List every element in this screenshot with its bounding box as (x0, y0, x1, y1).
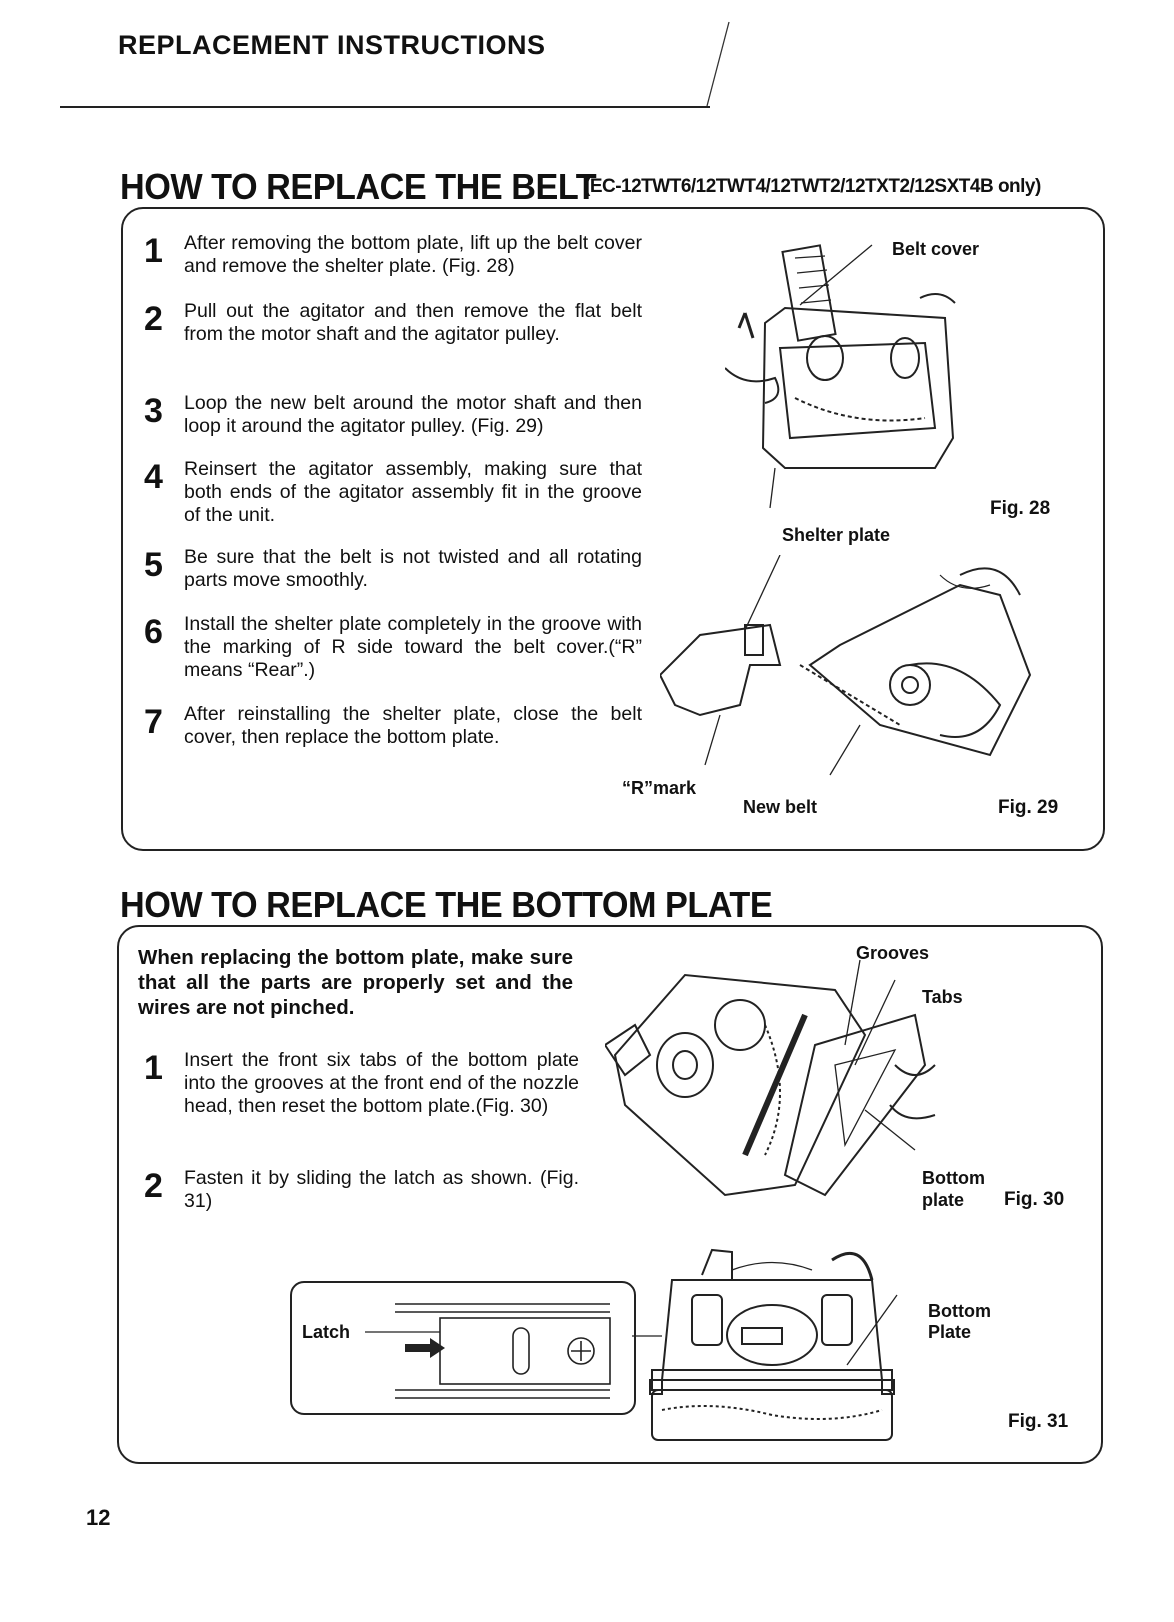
step-number: 7 (144, 703, 163, 741)
fig28-illustration (725, 244, 956, 508)
step-number: 2 (144, 1167, 163, 1205)
step-number: 3 (144, 392, 163, 430)
belt-step-4: 4 Reinsert the agitator assembly, making… (144, 458, 642, 527)
label-grooves: Grooves (856, 943, 930, 963)
page-number: 12 (86, 1505, 111, 1530)
bottom-plate-section-title: HOW TO REPLACE THE BOTTOM PLATE (120, 884, 773, 925)
step-text: After reinstalling the shelter plate, cl… (184, 703, 642, 748)
belt-step-2: 2 Pull out the agitator and then remove … (144, 300, 642, 346)
header-rule (60, 106, 710, 108)
fig30-illustration (605, 959, 936, 1197)
step-number: 1 (144, 232, 163, 270)
label-tabs: Tabs (922, 987, 963, 1007)
label-fig31: Fig. 31 (1008, 1411, 1069, 1432)
belt-step-3: 3 Loop the new belt around the motor sha… (144, 392, 642, 438)
step-text: Fasten it by sliding the latch as shown.… (184, 1167, 579, 1212)
step-number: 4 (144, 458, 163, 496)
section-header: REPLACEMENT INSTRUCTIONS (118, 30, 546, 60)
step-text: Insert the front six tabs of the bottom … (184, 1049, 579, 1117)
latch-detail-illustration (365, 1303, 611, 1399)
label-new-belt: New belt (743, 797, 818, 817)
fig29-illustration (660, 555, 1032, 776)
step-text: Be sure that the belt is not twisted and… (184, 546, 642, 591)
fig28-leader-belt-cover (799, 244, 873, 306)
label-fig28: Fig. 28 (990, 498, 1051, 519)
label-bottom-plate-fig31: Bottom Plate (928, 1301, 991, 1342)
fig31-illustration (632, 1248, 898, 1441)
step-number: 1 (144, 1049, 163, 1087)
label-r-mark: “R”mark (622, 778, 697, 798)
step-number: 6 (144, 613, 163, 651)
header-slash-line (706, 21, 730, 107)
plate-step-1: 1 Insert the front six tabs of the botto… (144, 1049, 584, 1118)
belt-models-note: (EC-12TWT6/12TWT4/12TWT2/12TXT2/12SXT4B … (584, 176, 1041, 197)
label-shelter-plate: Shelter plate (782, 525, 891, 545)
belt-step-6: 6 Install the shelter plate completely i… (144, 613, 642, 682)
belt-step-7: 7 After reinstalling the shelter plate, … (144, 703, 642, 749)
step-number: 2 (144, 300, 163, 338)
step-text: Loop the new belt around the motor shaft… (184, 392, 642, 437)
bottom-plate-note: When replacing the bottom plate, make su… (138, 946, 573, 1019)
bottom-plate-instructions-box (117, 925, 1103, 1464)
step-text: Reinsert the agitator assembly, making s… (184, 458, 642, 526)
belt-section-title: HOW TO REPLACE THE BELT (120, 166, 597, 207)
belt-instructions-box (121, 207, 1105, 851)
plate-step-2: 2 Fasten it by sliding the latch as show… (144, 1167, 584, 1213)
label-fig30: Fig. 30 (1004, 1189, 1065, 1210)
label-fig29: Fig. 29 (998, 797, 1059, 818)
step-text: After removing the bottom plate, lift up… (184, 232, 642, 277)
label-belt-cover: Belt cover (892, 239, 980, 259)
label-bottom-plate-fig30: Bottom plate (922, 1168, 985, 1210)
latch-detail-frame (290, 1281, 636, 1415)
belt-step-1: 1 After removing the bottom plate, lift … (144, 232, 642, 278)
step-text: Pull out the agitator and then remove th… (184, 300, 642, 345)
step-number: 5 (144, 546, 163, 584)
label-latch: Latch (302, 1322, 351, 1342)
belt-step-5: 5 Be sure that the belt is not twisted a… (144, 546, 642, 592)
step-text: Install the shelter plate completely in … (184, 613, 642, 681)
